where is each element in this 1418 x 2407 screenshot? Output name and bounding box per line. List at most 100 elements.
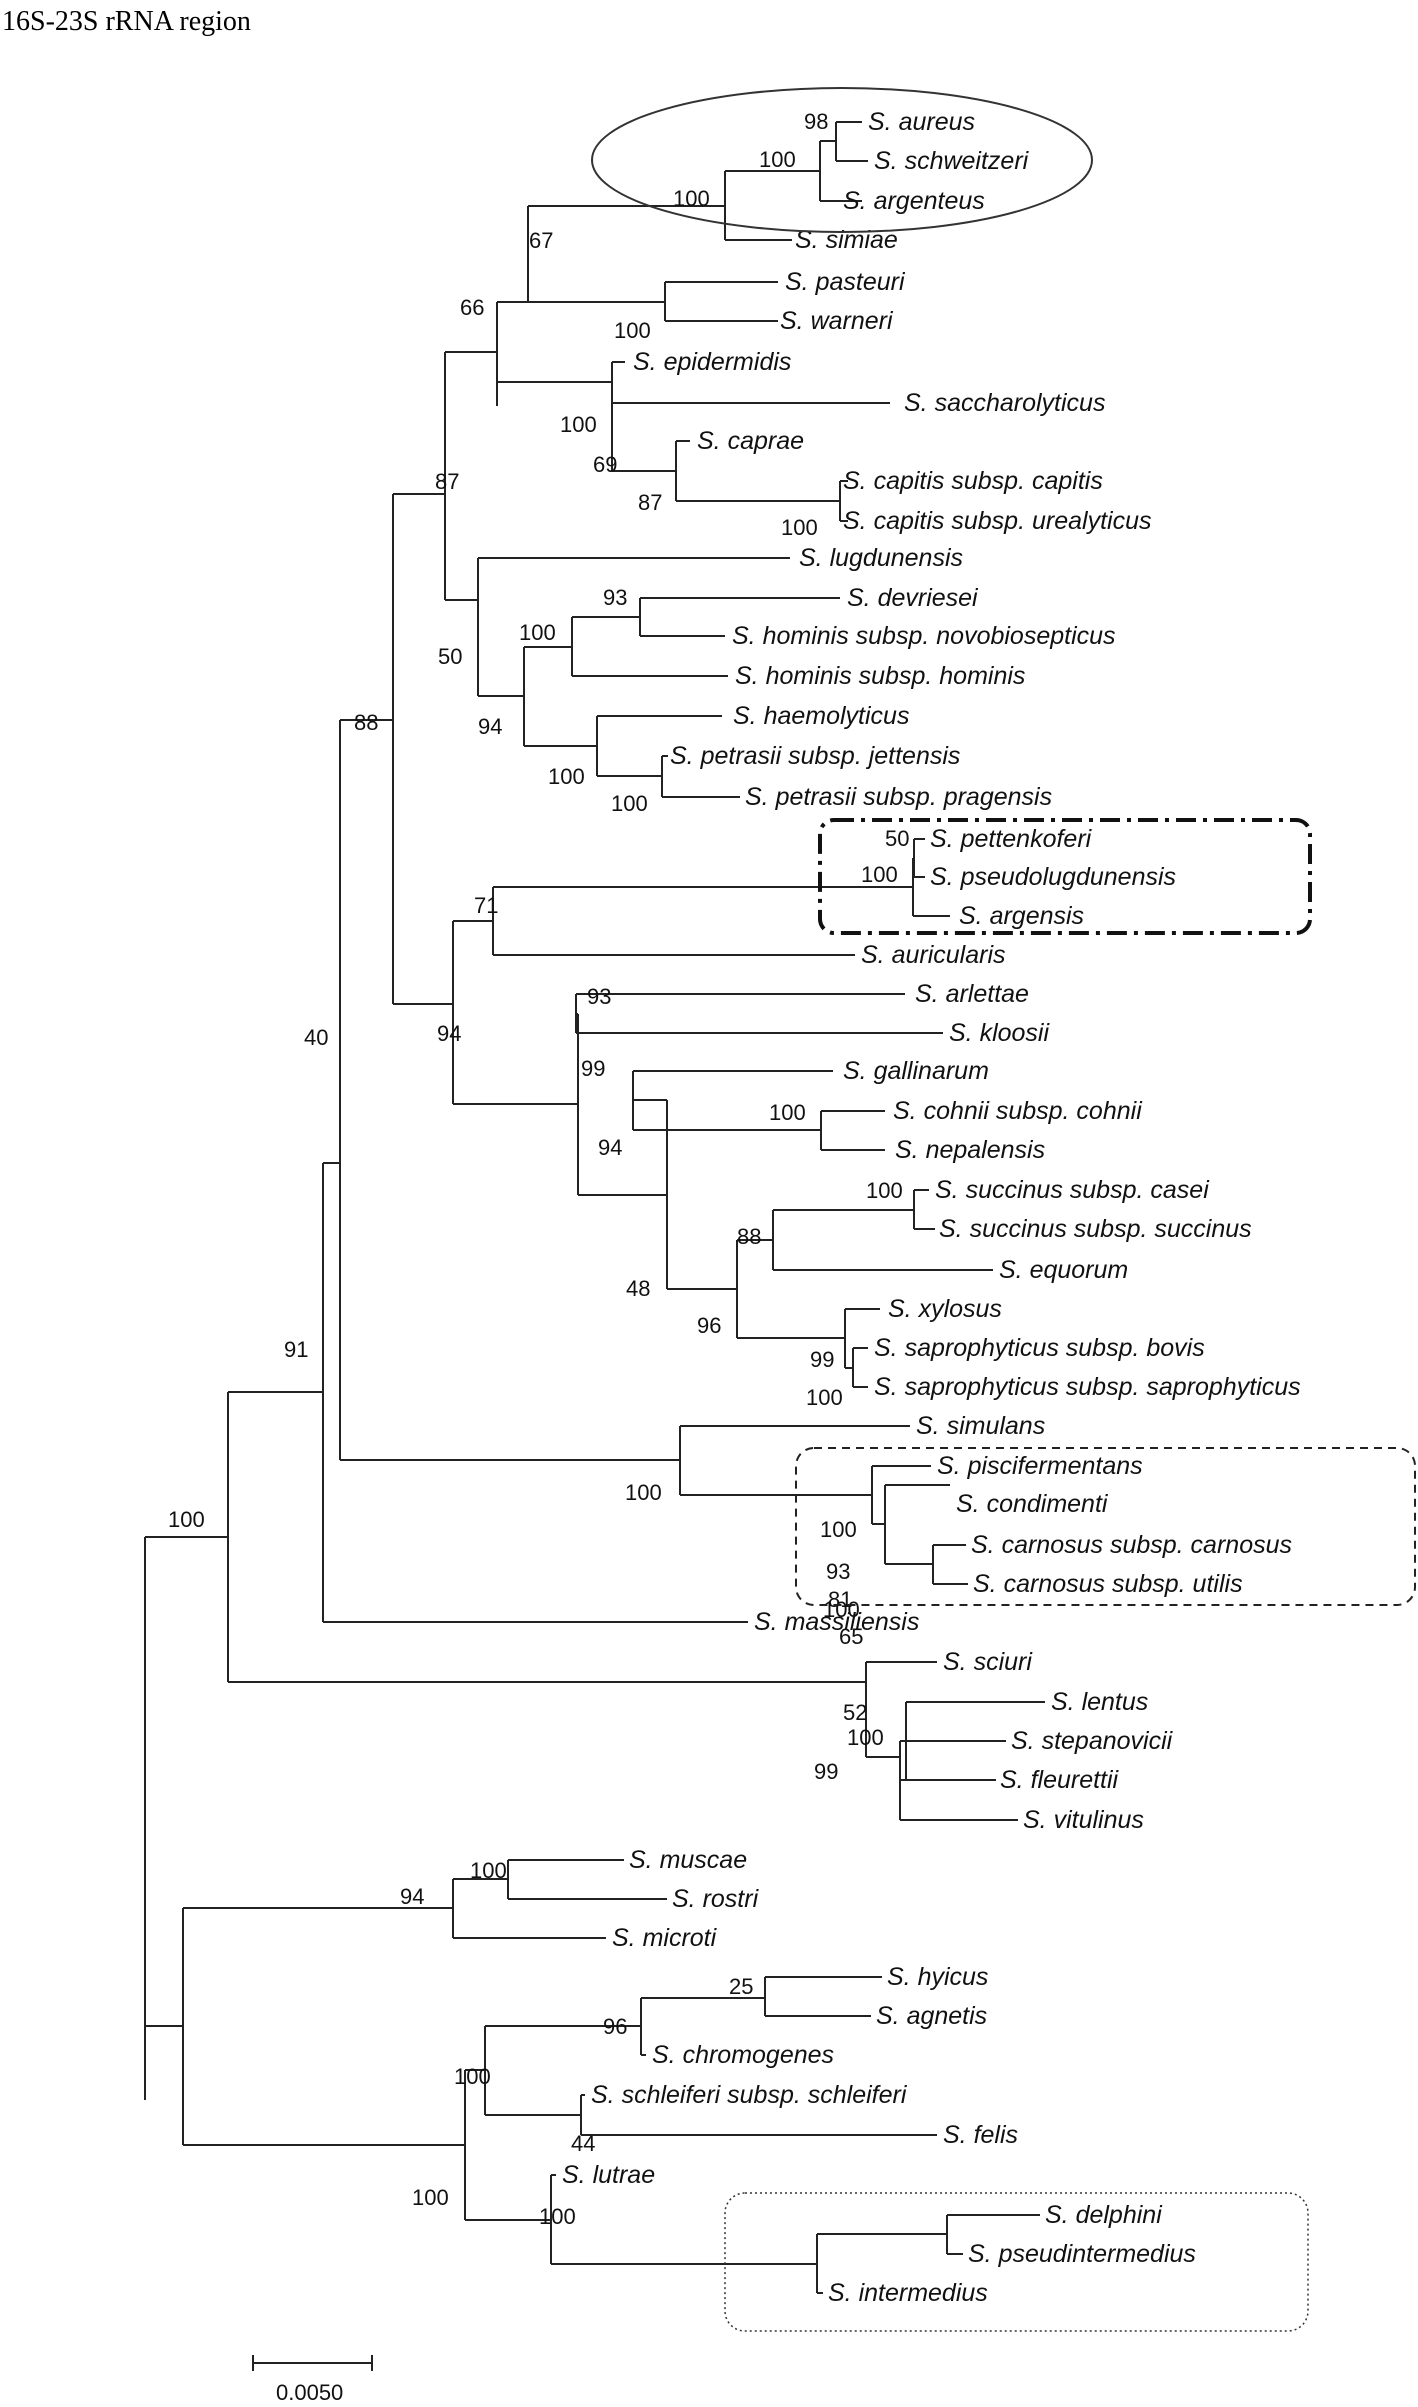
bootstrap-value: 100: [861, 862, 898, 887]
bootstrap-value: 100: [820, 1517, 857, 1542]
bootstrap-value: 65: [839, 1624, 863, 1649]
scale-bar: 0.0050: [252, 2355, 373, 2405]
taxon-label: S. pasteuri: [785, 268, 906, 296]
bootstrap-value: 100: [781, 515, 818, 540]
bootstrap-value: 100: [866, 1178, 903, 1203]
bootstrap-value: 71: [474, 893, 498, 918]
clade-box-piscifermentans: [795, 1447, 1416, 1606]
taxon-label: S. vitulinus: [1023, 1806, 1144, 1834]
bootstrap-value: 94: [437, 1021, 461, 1046]
taxon-label: S. capitis subsp. capitis: [843, 467, 1103, 495]
bootstrap-value: 81: [828, 1587, 852, 1612]
bootstrap-value: 50: [438, 644, 462, 669]
taxon-label: S. auricularis: [861, 941, 1006, 969]
taxon-label: S. microti: [612, 1924, 718, 1952]
bootstrap-value: 94: [598, 1135, 622, 1160]
bootstrap-value: 100: [847, 1725, 884, 1750]
clade-highlights: [591, 87, 1416, 2332]
taxon-label: S. saccharolyticus: [904, 389, 1105, 417]
taxon-label: S. piscifermentans: [937, 1452, 1143, 1480]
taxon-label: S. succinus subsp. casei: [935, 1176, 1210, 1204]
bootstrap-value: 100: [470, 1858, 507, 1883]
bootstrap-value: 50: [885, 826, 909, 851]
bootstrap-value: 100: [412, 2185, 449, 2210]
bootstrap-value: 100: [673, 186, 710, 211]
clade-box-intermedius: [724, 2192, 1309, 2332]
taxon-label: S. muscae: [629, 1846, 747, 1874]
clade-box-pettenkoferi: [818, 818, 1312, 935]
bootstrap-value: 100: [454, 2064, 491, 2089]
taxon-label: S. lutrae: [562, 2161, 655, 2189]
bootstrap-value: 99: [581, 1056, 605, 1081]
bootstrap-value: 94: [400, 1884, 424, 1909]
bootstrap-value: 96: [697, 1313, 721, 1338]
bootstrap-value: 66: [460, 295, 484, 320]
taxon-label: S. cohnii subsp. cohnii: [893, 1097, 1143, 1125]
bootstrap-value: 88: [354, 710, 378, 735]
support-values: 9810010067100661006987100879310050941001…: [168, 109, 909, 2229]
bootstrap-value: 44: [571, 2131, 595, 2156]
bootstrap-value: 100: [759, 147, 796, 172]
bootstrap-value: 100: [548, 764, 585, 789]
taxon-label: S. kloosii: [949, 1019, 1050, 1047]
bootstrap-value: 52: [843, 1700, 867, 1725]
bootstrap-value: 100: [823, 1597, 860, 1622]
bootstrap-value: 100: [560, 412, 597, 437]
clade-ellipse-aureus: [591, 87, 1093, 233]
taxon-label: S. hominis subsp. novobiosepticus: [732, 622, 1116, 650]
bootstrap-value: 87: [638, 490, 662, 515]
taxon-label: S. caprae: [697, 427, 804, 455]
taxon-label: S. pettenkoferi: [930, 825, 1093, 853]
taxon-label: S. chromogenes: [652, 2041, 834, 2069]
tree-branches: [144, 121, 1045, 2294]
bootstrap-value: 48: [626, 1276, 650, 1301]
taxon-label: S. petrasii subsp. jettensis: [670, 742, 960, 770]
bootstrap-value: 88: [737, 1224, 761, 1249]
taxon-label: S. epidermidis: [633, 348, 791, 376]
bootstrap-value: 100: [806, 1385, 843, 1410]
taxon-label: S. devriesei: [847, 584, 979, 612]
bootstrap-value: 99: [814, 1759, 838, 1784]
bootstrap-value: 100: [519, 620, 556, 645]
bootstrap-value: 67: [529, 228, 553, 253]
bootstrap-value: 100: [539, 2204, 576, 2229]
figure-title: 16S-23S rRNA region: [2, 6, 251, 37]
taxon-label: S. agnetis: [876, 2002, 987, 2030]
taxon-label: S. condimenti: [956, 1490, 1109, 1518]
taxon-label: S. saprophyticus subsp. saprophyticus: [874, 1373, 1301, 1401]
bootstrap-value: 69: [593, 452, 617, 477]
taxon-label: S. xylosus: [888, 1295, 1002, 1323]
taxon-label: S. argensis: [959, 902, 1084, 930]
bootstrap-value: 25: [729, 1974, 753, 1999]
bootstrap-value: 87: [435, 469, 459, 494]
taxon-label: S. felis: [943, 2121, 1018, 2149]
taxon-label: S. delphini: [1045, 2201, 1163, 2229]
taxon-label: S. carnosus subsp. utilis: [973, 1570, 1243, 1598]
taxon-label: S. lugdunensis: [799, 544, 963, 572]
taxon-label: S. fleurettii: [1000, 1766, 1120, 1794]
taxon-label: S. hominis subsp. hominis: [735, 662, 1025, 690]
bootstrap-value: 93: [826, 1559, 850, 1584]
taxon-label: S. pseudolugdunensis: [930, 863, 1176, 891]
taxon-label: S. stepanovicii: [1011, 1727, 1174, 1755]
taxon-label: S. petrasii subsp. pragensis: [745, 783, 1052, 811]
taxon-label: S. warneri: [780, 307, 894, 335]
bootstrap-value: 93: [603, 585, 627, 610]
bootstrap-value: 100: [769, 1100, 806, 1125]
taxon-label: S. succinus subsp. succinus: [939, 1215, 1252, 1243]
bootstrap-value: 91: [284, 1337, 308, 1362]
taxon-label: S. pseudintermedius: [968, 2240, 1196, 2268]
taxon-label: S. rostri: [672, 1885, 760, 1913]
bootstrap-value: 100: [625, 1480, 662, 1505]
taxon-label: S. hyicus: [887, 1963, 988, 1991]
taxon-label: S. lentus: [1051, 1688, 1148, 1716]
taxon-label: S. nepalensis: [895, 1136, 1045, 1164]
bootstrap-value: 99: [810, 1347, 834, 1372]
bootstrap-value: 93: [587, 984, 611, 1009]
taxon-label: S. arlettae: [915, 980, 1029, 1008]
taxon-label: S. carnosus subsp. carnosus: [971, 1531, 1292, 1559]
taxon-label: S. intermedius: [828, 2279, 988, 2307]
taxon-label: S. schweitzeri: [874, 147, 1030, 175]
taxon-label: S. haemolyticus: [733, 702, 909, 730]
